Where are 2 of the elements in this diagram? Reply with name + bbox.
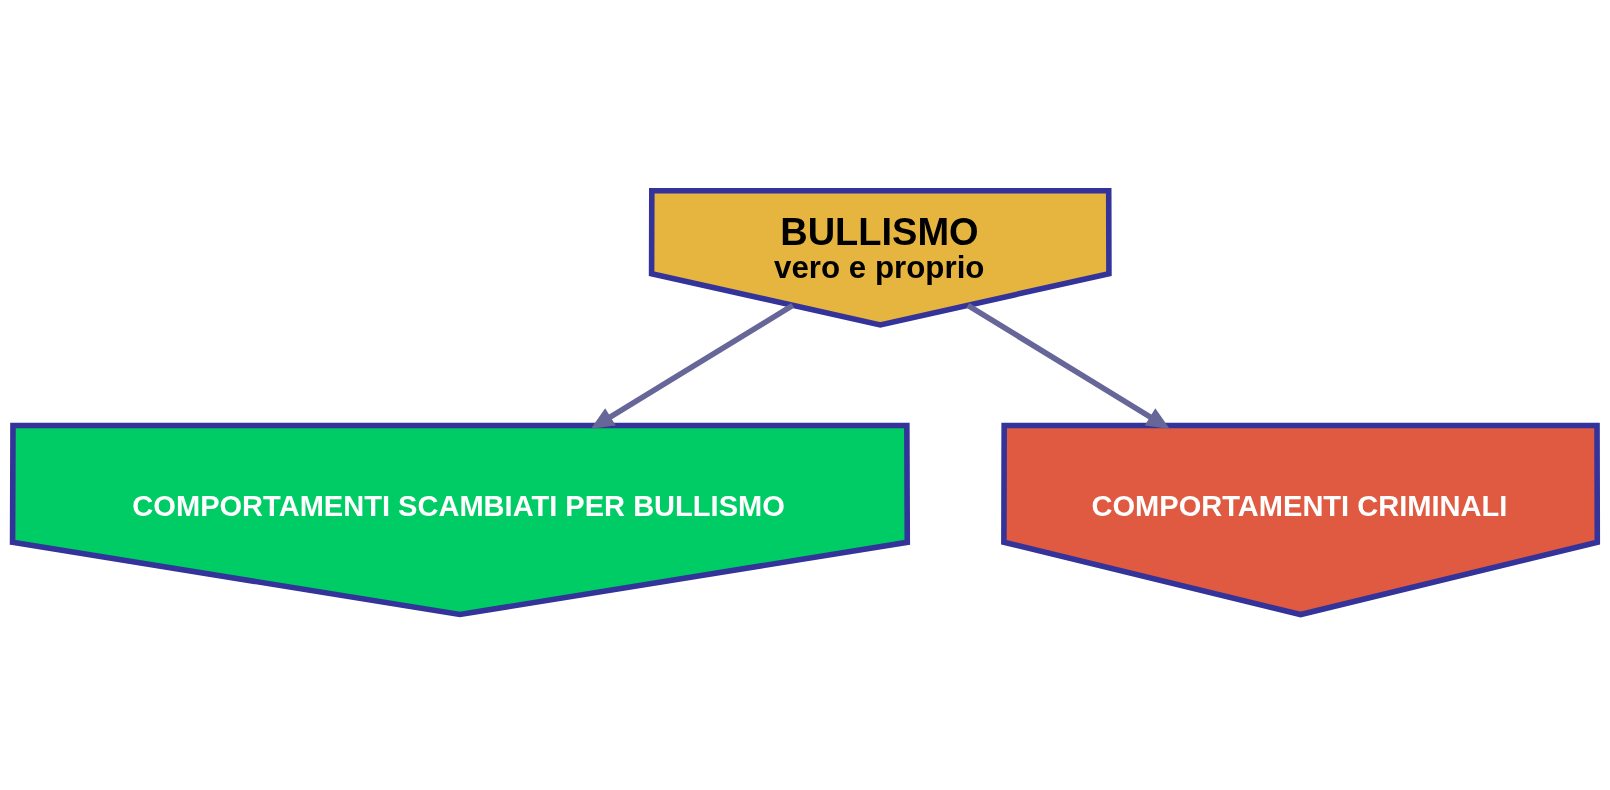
arrow — [590, 302, 795, 429]
arrow — [966, 302, 1170, 429]
